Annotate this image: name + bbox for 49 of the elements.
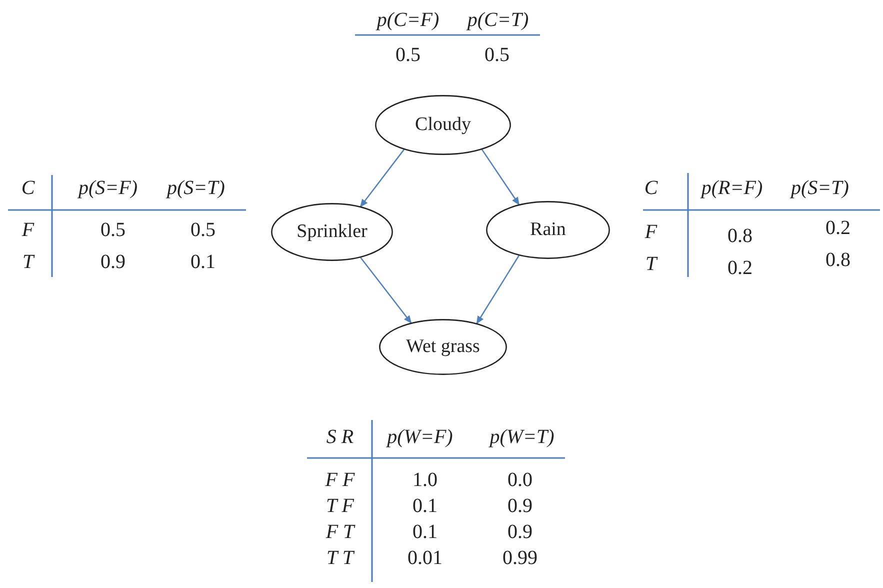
table-header: p(C=F) [376,10,440,30]
probability-value: 0.9 [508,496,532,516]
arrow [476,255,520,324]
probability-value: 0.0 [508,470,532,490]
probability-value: 0.99 [502,548,538,568]
row-label: F T [326,522,354,542]
row-label: T [645,254,657,274]
table-header: C [644,178,658,198]
probability-value: 0.1 [190,252,216,272]
probability-value: 0.2 [826,218,850,238]
row-label: T F [326,496,354,516]
table-header: p(R=F) [701,178,763,198]
table-header: p(S=F) [78,178,138,198]
probability-value: 0.5 [190,220,216,240]
probability-value: 0.5 [396,45,420,65]
node-ellipse [486,201,610,259]
table-header: S R [326,427,354,447]
node-label: Wet grass [406,336,480,358]
node-ellipse [375,95,511,155]
row-label: T T [326,548,354,568]
probability-value: 1.0 [412,470,438,490]
table-header: C [21,178,35,198]
arrow [360,149,405,208]
row-label: F [644,222,658,242]
probability-value: 0.9 [508,522,532,542]
table-header: p(S=T) [167,178,225,198]
node-ellipse [379,319,507,375]
row-label: F F [325,470,355,490]
probability-value: 0.8 [728,226,752,246]
node-label: Sprinkler [296,221,368,243]
row-label: F [22,220,34,240]
node-label: Cloudy [415,114,471,136]
arrow [360,257,412,324]
table-header: p(W=T) [490,427,554,447]
table-header: p(W=F) [387,427,453,447]
probability-value: 0.1 [412,496,438,516]
probability-value: 0.9 [100,252,126,272]
probability-value: 0.1 [412,522,438,542]
probability-value: 0.2 [728,258,752,278]
table-header: p(S=T) [791,178,849,198]
node-ellipse [271,203,393,261]
probability-value: 0.8 [826,250,850,270]
probability-value: 0.5 [100,220,126,240]
probability-value: 0.5 [484,45,510,65]
table-header: p(C=T) [467,10,529,30]
row-label: T [22,252,34,272]
probability-value: 0.01 [408,548,442,568]
arrow [481,149,520,206]
node-label: Rain [530,219,566,241]
